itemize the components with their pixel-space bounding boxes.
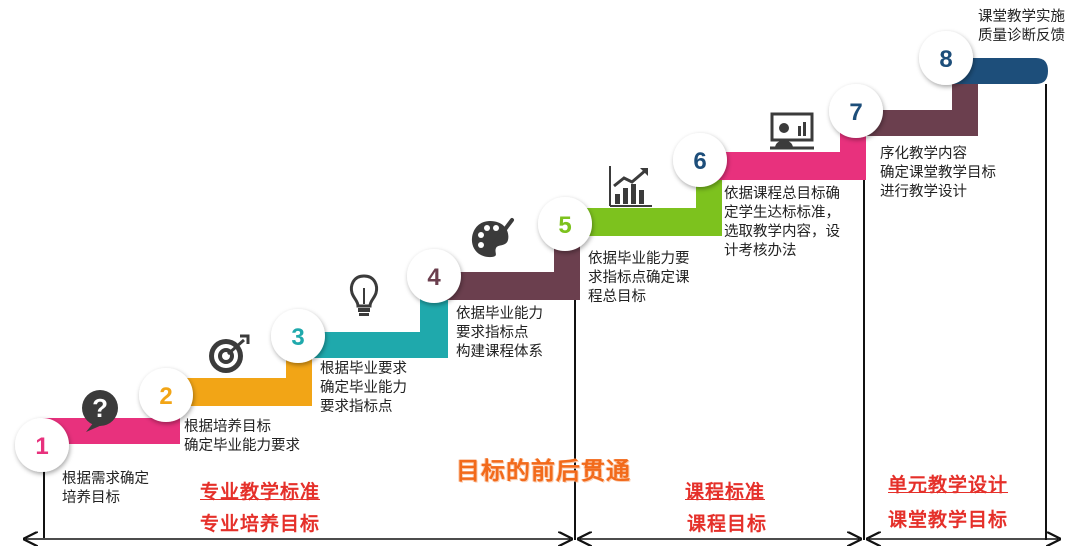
lightbulb-icon (349, 274, 379, 316)
step-label-5: 依据毕业能力要 求指标点确定课 程总目标 (588, 251, 690, 305)
question-bubble-icon: ? (82, 390, 118, 432)
section-1-line2: 专业培养目标 (200, 513, 321, 535)
target-icon (209, 334, 250, 373)
step-band-2 (165, 378, 312, 406)
step-circle-2: 2 (139, 368, 193, 422)
step-number-5: 5 (558, 212, 571, 239)
step-circle-3: 3 (271, 309, 325, 363)
staircase (42, 58, 1048, 444)
center-title: 目标的前后贯通 (456, 457, 631, 485)
section-dividers (43, 84, 1047, 540)
step-band-1 (42, 418, 180, 444)
step-band-4 (434, 272, 580, 300)
step-number-2: 2 (159, 383, 172, 410)
section-3-line1: 单元教学设计 (888, 474, 1009, 496)
presentation-icon (770, 112, 814, 150)
step-circle-7: 7 (829, 84, 883, 138)
step-number-6: 6 (693, 148, 706, 175)
step-label-3: 根据毕业要求 确定毕业能力 要求指标点 (320, 361, 407, 415)
step-band-7 (858, 110, 978, 136)
step-number-7: 7 (849, 99, 862, 126)
section-2-line2: 课程目标 (687, 513, 768, 535)
step-label-8: 课堂教学实施 质量诊断反馈 (978, 9, 1065, 44)
step-circle-4: 4 (407, 249, 461, 303)
step-number-8: 8 (939, 46, 952, 73)
step-band-5 (565, 208, 722, 236)
step-label-2: 根据培养目标 确定毕业能力要求 (184, 419, 300, 454)
svg-text:?: ? (92, 393, 108, 423)
step-circle-1: 1 (15, 418, 69, 472)
section-1-line1: 专业教学标准 (200, 481, 321, 503)
step-circle-8: 8 (919, 31, 973, 85)
step-band-6 (700, 152, 866, 180)
step-label-7: 序化教学内容 确定课堂教学目标 进行教学设计 (880, 146, 996, 200)
step-number-4: 4 (427, 264, 441, 291)
section-3-line2: 课堂教学目标 (888, 509, 1009, 531)
section-2-line1: 课程标准 (685, 481, 766, 503)
chart-icon (609, 166, 652, 207)
step-circle-6: 6 (673, 133, 727, 187)
step-label-1: 根据需求确定 培养目标 (62, 471, 149, 506)
step-number-1: 1 (35, 433, 48, 460)
palette-icon (471, 218, 514, 258)
step-riser-2 (286, 356, 312, 406)
step-band-3 (296, 332, 448, 358)
step-label-4: 依据毕业能力 要求指标点 构建课程体系 (456, 306, 543, 360)
step-circle-5: 5 (538, 197, 592, 251)
step-number-3: 3 (291, 324, 304, 351)
step-label-6: 依据课程总目标确 定学生达标标准， 选取教学内容，设 计考核办法 (724, 186, 840, 259)
